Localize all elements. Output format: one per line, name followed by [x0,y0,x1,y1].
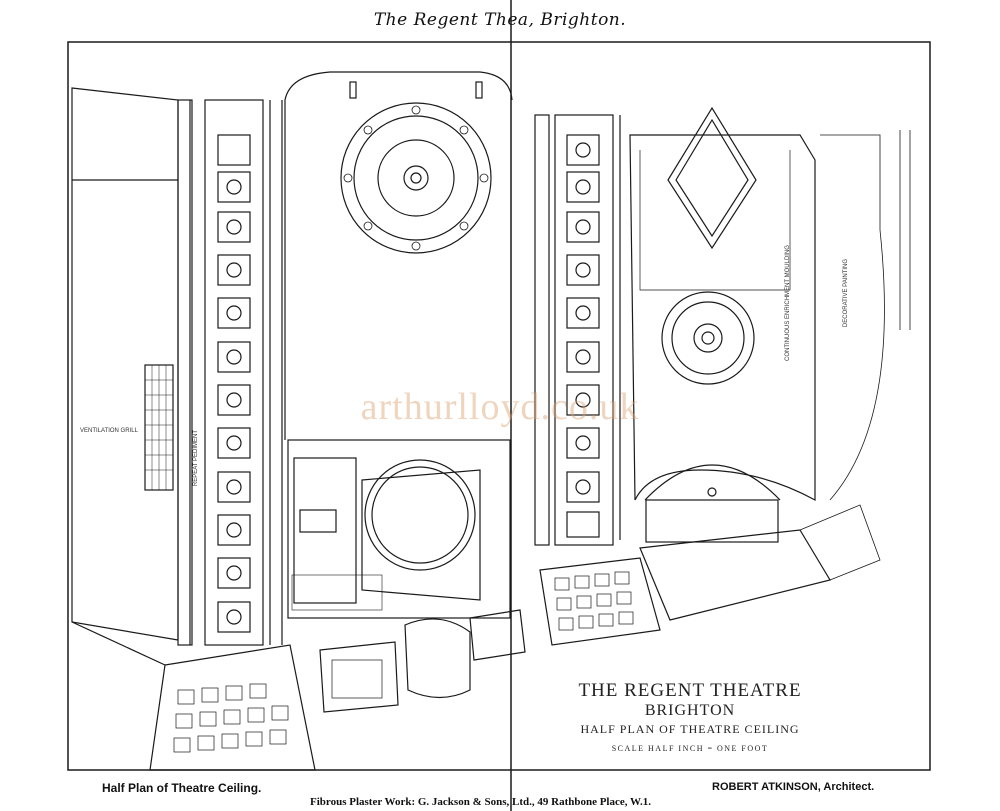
architect-credit: ROBERT ATKINSON, Architect. [712,781,875,793]
page-title: The Regent Thea, Brighton. [373,10,627,30]
title-block-scale: SCALE HALF INCH = ONE FOOT [611,744,769,753]
decorative-label: DECORATIVE PAINTING [843,258,850,328]
plaster-credit: Fibrous Plaster Work: G. Jackson & Sons,… [310,796,652,808]
continuous-label: CONTINUOUS ENRICHMENT MOULDING [784,245,791,361]
repeat-label: REPEAT PEDIMENT [193,429,200,487]
watermark: arthurlloyd.co.uk [360,386,640,428]
title-block-subtitle: HALF PLAN OF THEATRE CEILING [580,722,800,736]
title-block-theatre: THE REGENT THEATRE [578,680,802,701]
caption-left: Half Plan of Theatre Ceiling. [102,781,262,795]
ventilation-label: VENTILATION GRILL [80,428,138,434]
title-block-city: BRIGHTON [644,702,736,719]
